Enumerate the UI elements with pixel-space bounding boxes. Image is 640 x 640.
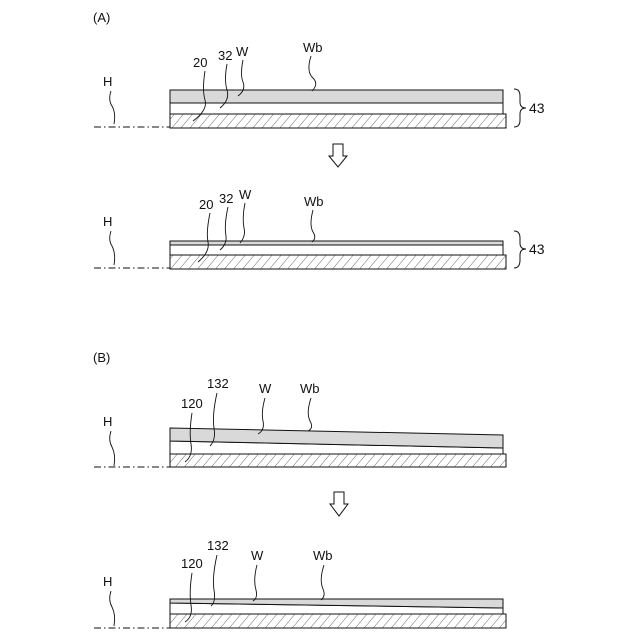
panel-b-before-stack: H 120 132 W Wb [94,376,506,467]
tape-layer [170,103,503,114]
label-tape: 132 [207,376,229,391]
chuck-table [170,454,506,467]
wafer [170,90,503,103]
h-label: H [103,74,112,89]
label-chuck: 120 [181,396,203,411]
label-wafer: W [251,548,264,563]
label-tape: 32 [219,191,233,206]
h-label: H [103,214,112,229]
panel-b: (B) H 120 132 W Wb H [93,350,506,628]
down-arrow-icon [329,144,347,167]
down-arrow-icon [330,492,348,516]
panel-a-before-stack: H 20 32 W Wb 43 [94,40,545,128]
panel-a-after-stack: H 20 32 W Wb 43 [94,187,545,269]
label-tape: 32 [218,48,232,63]
h-label: H [103,574,112,589]
label-wafer-back: Wb [313,548,333,563]
label-wafer: W [239,187,252,202]
label-tape: 132 [207,538,229,553]
label-chuck: 20 [199,197,213,212]
chuck-table [170,614,506,628]
panel-b-after-stack: H 120 132 W Wb [94,538,506,628]
chuck-table [170,255,506,269]
wafer [170,241,503,245]
label-unit: 43 [529,241,545,257]
h-label: H [103,414,112,429]
panel-a: (A) H 20 32 W Wb 43 [93,10,545,269]
panel-a-label: (A) [93,10,110,25]
panel-b-label: (B) [93,350,110,365]
brace-43 [514,89,526,127]
label-chuck: 20 [193,55,207,70]
chuck-table [170,114,506,128]
label-unit: 43 [529,100,545,116]
tape-layer [170,245,503,255]
label-wafer: W [236,44,249,59]
label-wafer-back: Wb [300,381,320,396]
brace-43 [514,231,526,268]
label-chuck: 120 [181,556,203,571]
label-wafer-back: Wb [304,194,324,209]
label-wafer: W [259,381,272,396]
label-wafer-back: Wb [303,40,323,55]
